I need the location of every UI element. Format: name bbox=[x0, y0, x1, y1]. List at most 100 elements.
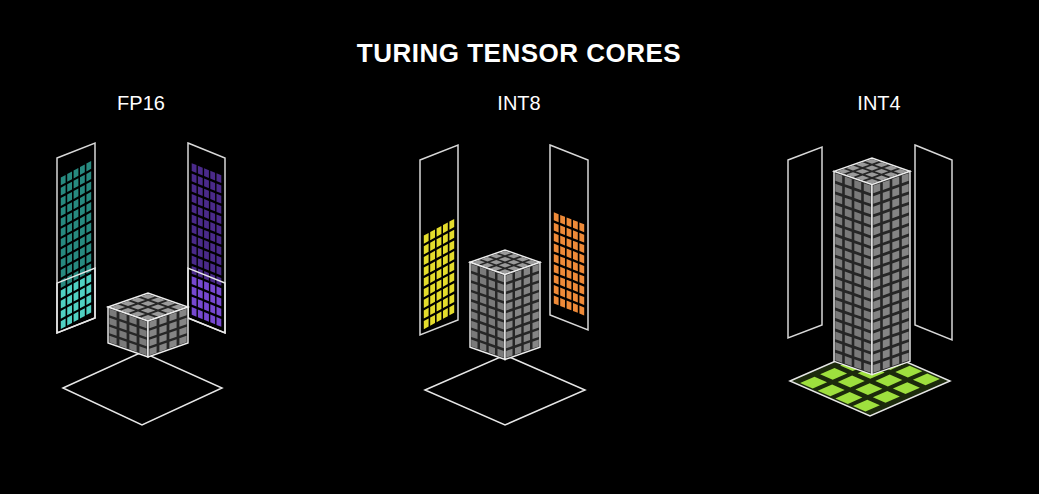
block-face bbox=[108, 293, 188, 321]
grid-cell bbox=[554, 254, 559, 264]
grid-cell bbox=[437, 301, 442, 312]
grid-cell bbox=[883, 328, 890, 338]
grid-cell bbox=[169, 330, 176, 339]
grid-cell bbox=[554, 244, 559, 254]
grid-cell bbox=[854, 201, 861, 211]
grid-cell bbox=[192, 235, 197, 245]
floor-plate bbox=[425, 355, 585, 425]
grid-cell bbox=[80, 288, 85, 299]
grid-cell bbox=[508, 254, 521, 258]
grid-cell bbox=[892, 303, 899, 313]
grid-cell bbox=[845, 219, 852, 229]
grid-cell bbox=[515, 327, 521, 336]
grid-cell bbox=[217, 184, 222, 194]
grid-cell bbox=[864, 225, 871, 235]
grid-cell bbox=[480, 286, 486, 295]
grid-cell bbox=[192, 276, 197, 286]
grid-cell bbox=[835, 289, 842, 299]
grid-cell bbox=[210, 171, 215, 181]
grid-cell bbox=[892, 187, 899, 197]
grid-cell bbox=[845, 251, 852, 261]
grid-cell bbox=[86, 202, 91, 213]
grid-cell bbox=[892, 356, 899, 366]
grid-cell bbox=[192, 163, 197, 173]
grid-cell bbox=[533, 302, 539, 311]
grid-cell bbox=[853, 400, 880, 412]
grid-cell bbox=[86, 294, 91, 305]
grid-cell bbox=[883, 190, 890, 200]
grid-cell bbox=[854, 190, 861, 200]
grid-cell bbox=[873, 247, 880, 257]
grid-cell bbox=[86, 253, 91, 263]
grid-cell bbox=[506, 292, 512, 301]
grid-cell bbox=[902, 353, 909, 363]
grid-cell bbox=[217, 255, 222, 265]
grid-cell bbox=[533, 311, 539, 320]
grid-cell bbox=[86, 274, 91, 284]
grid-cell bbox=[875, 169, 889, 174]
grid-cell bbox=[86, 171, 91, 182]
grid-cell bbox=[471, 321, 477, 330]
grid-cell bbox=[131, 305, 145, 310]
grid-cell bbox=[119, 312, 126, 321]
grid-cell bbox=[554, 285, 559, 295]
grid-cell bbox=[198, 207, 203, 217]
grid-cell bbox=[883, 359, 890, 369]
grid-cell bbox=[506, 339, 512, 348]
grid-cell bbox=[579, 306, 584, 316]
grid-cell bbox=[499, 263, 512, 267]
grid-cell bbox=[61, 247, 66, 258]
grid-cell bbox=[892, 293, 899, 303]
grid-cell bbox=[892, 208, 899, 218]
tensor-block bbox=[470, 250, 540, 360]
grid-cell bbox=[217, 307, 222, 317]
grid-cell bbox=[883, 307, 890, 317]
grid-cell bbox=[865, 159, 879, 164]
grid-cell bbox=[845, 208, 852, 218]
grid-cell bbox=[845, 324, 852, 334]
grid-cell bbox=[506, 311, 512, 320]
grid-cell bbox=[179, 309, 186, 318]
highlight-outline bbox=[57, 268, 95, 333]
grid-cell bbox=[515, 308, 521, 317]
grid-cell bbox=[61, 226, 66, 237]
grid-cell bbox=[864, 236, 871, 246]
grid-cell bbox=[579, 222, 584, 232]
grid-cell bbox=[74, 168, 79, 179]
grid-cell bbox=[560, 288, 565, 298]
grid-cell bbox=[449, 283, 454, 294]
grid-cell bbox=[424, 297, 429, 308]
grid-cell bbox=[430, 251, 435, 262]
grid-cell bbox=[489, 289, 495, 298]
grid-cell bbox=[86, 182, 91, 192]
grid-cell bbox=[119, 330, 126, 339]
grid-cell bbox=[210, 232, 215, 242]
grid-cell bbox=[567, 228, 572, 238]
block-face bbox=[108, 307, 148, 357]
grid-cell bbox=[873, 391, 900, 403]
grid-cell bbox=[67, 254, 72, 265]
grid-cell bbox=[854, 359, 861, 369]
grid-cell bbox=[818, 384, 845, 396]
grid-cell bbox=[210, 243, 215, 253]
grid-cell bbox=[80, 298, 85, 308]
grid-cell bbox=[884, 166, 898, 171]
highlight-outline bbox=[188, 268, 225, 333]
grid-cell bbox=[159, 316, 166, 325]
grid-cell bbox=[443, 276, 448, 287]
grid-cell bbox=[67, 213, 72, 223]
grid-cell bbox=[141, 308, 155, 313]
grid-cell bbox=[471, 283, 477, 292]
grid-cell bbox=[554, 223, 559, 233]
grid-cell bbox=[873, 363, 880, 373]
grid-cell bbox=[835, 311, 842, 321]
grid-cell bbox=[835, 247, 842, 257]
grid-cell bbox=[74, 188, 79, 199]
grid-cell bbox=[856, 162, 870, 167]
grid-cell bbox=[210, 202, 215, 212]
grid-cell bbox=[424, 276, 429, 287]
grid-cell bbox=[443, 297, 448, 308]
grid-cell bbox=[480, 305, 486, 314]
grid-cell bbox=[865, 166, 879, 171]
grid-cell bbox=[204, 261, 209, 271]
